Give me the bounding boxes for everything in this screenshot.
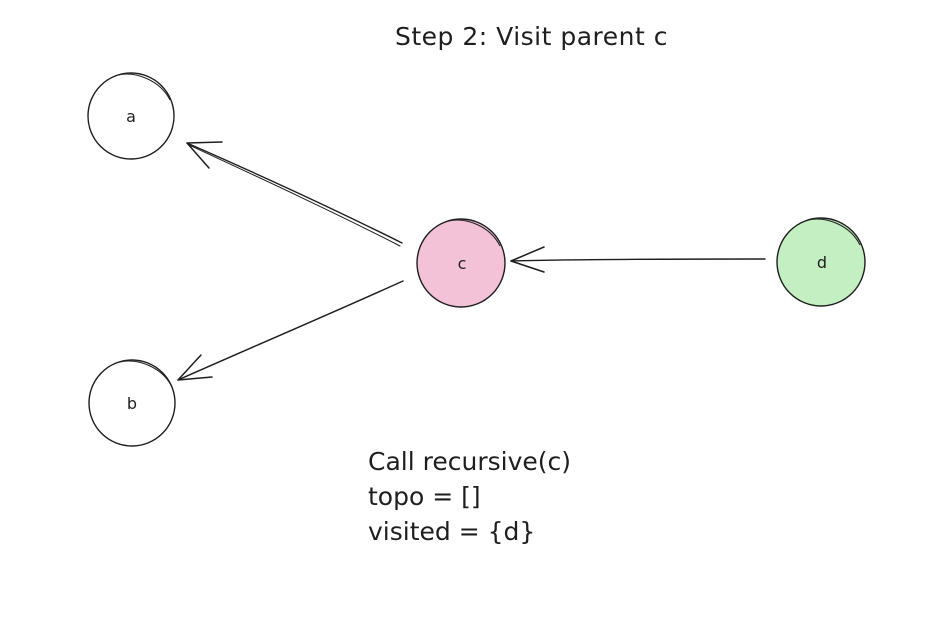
edge-c-to-a <box>186 141 403 247</box>
edge-d-to-c <box>510 246 766 273</box>
node-c-circle <box>416 218 506 308</box>
edge-c-to-b <box>177 280 404 381</box>
node-a[interactable]: a <box>87 72 175 160</box>
node-d-label: d <box>817 253 827 272</box>
node-d-circle <box>776 217 866 307</box>
node-b-label: b <box>127 394 137 413</box>
node-c[interactable]: c <box>416 218 506 308</box>
diagram-title: Step 2: Visit parent c <box>395 22 668 51</box>
node-a-label: a <box>126 107 136 126</box>
node-b-circle <box>88 359 176 447</box>
node-b[interactable]: b <box>88 359 176 447</box>
node-d[interactable]: d <box>776 217 866 307</box>
algorithm-notes: Call recursive(c) topo = [] visited = {d… <box>368 444 571 549</box>
node-c-label: c <box>458 254 467 273</box>
note-call: Call recursive(c) <box>368 447 571 476</box>
node-a-circle <box>87 72 175 160</box>
note-topo: topo = [] <box>368 482 481 511</box>
note-visited: visited = {d} <box>368 517 536 546</box>
